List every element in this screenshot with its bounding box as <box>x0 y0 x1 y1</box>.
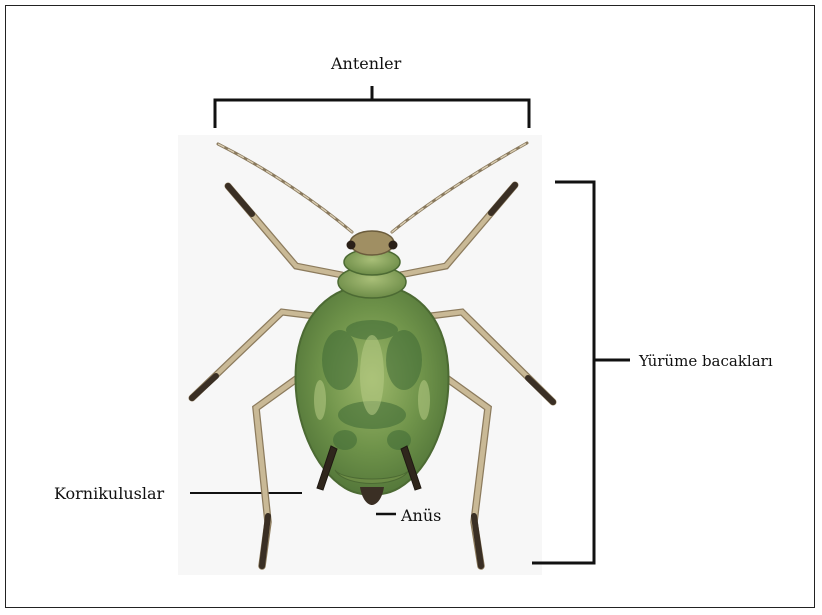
label-anus: Anüs <box>401 508 441 524</box>
label-walking-legs: Yürüme bacakları <box>639 354 773 369</box>
aphid-eye-right <box>389 241 398 250</box>
label-antennae: Antenler <box>331 56 401 72</box>
label-cornicles: Kornikuluslar <box>54 486 164 502</box>
antennae-bracket <box>215 86 529 128</box>
aphid-eye-left <box>347 241 356 250</box>
aphid-head <box>350 231 394 255</box>
walking-legs-bracket <box>532 182 630 563</box>
